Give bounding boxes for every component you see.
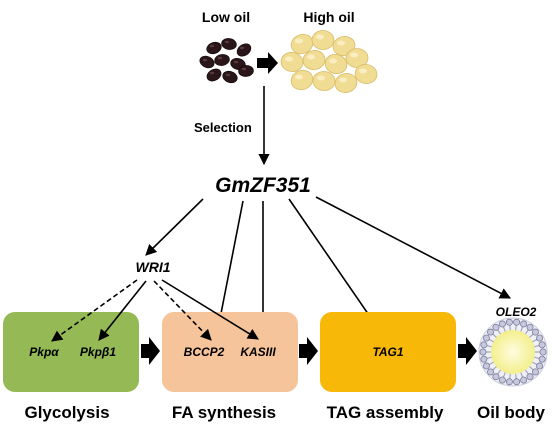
- edge-wri1-kasiii: [161, 279, 259, 340]
- edge-gmzf351-oleo2: [315, 196, 511, 299]
- high-oil-label: High oil: [303, 9, 354, 25]
- edge-wri1-bccp2: [153, 280, 212, 341]
- oil-body-caption: Oil body: [477, 403, 546, 422]
- flow-arrow-tag-oilbody: [458, 337, 477, 365]
- oleo2-gene-label: OLEO2: [496, 305, 537, 319]
- oil-body-illustration: [478, 317, 548, 387]
- edge-wri1-pkpa: [51, 279, 138, 342]
- tag1-gene-label: TAG1: [372, 345, 403, 359]
- glycolysis-box: [3, 312, 139, 392]
- bccp2-gene-label: BCCP2: [184, 345, 225, 359]
- fa-synthesis-box: [162, 312, 298, 392]
- pkpa-gene-label: Pkpα: [29, 345, 59, 359]
- gmzf351-label: GmZF351: [215, 174, 311, 197]
- flow-arrow-glycolysis-fa: [141, 337, 160, 365]
- kasiii-gene-label: KASIII: [240, 345, 276, 359]
- pkpb1-gene-label: Pkpβ1: [80, 345, 116, 359]
- flow-arrow-fa-tag: [299, 337, 318, 365]
- edge-wri1-pkpb1: [98, 280, 147, 341]
- edge-gmzf351-tag1: [288, 198, 383, 335]
- seed-transition-arrow: [257, 52, 278, 74]
- fa-synthesis-caption: FA synthesis: [172, 403, 276, 422]
- tag-assembly-box: [320, 312, 456, 392]
- glycolysis-caption: Glycolysis: [24, 403, 109, 422]
- low-oil-label: Low oil: [202, 9, 250, 25]
- tag-assembly-caption: TAG assembly: [327, 403, 444, 422]
- low-oil-seeds-image: [199, 38, 254, 84]
- edge-gmzf351-wri1: [145, 198, 204, 256]
- high-oil-seeds-image: [280, 30, 378, 93]
- edge-gmzf351-bccp2: [213, 200, 244, 336]
- selection-label: Selection: [194, 120, 252, 135]
- wri1-label: WRI1: [136, 259, 171, 275]
